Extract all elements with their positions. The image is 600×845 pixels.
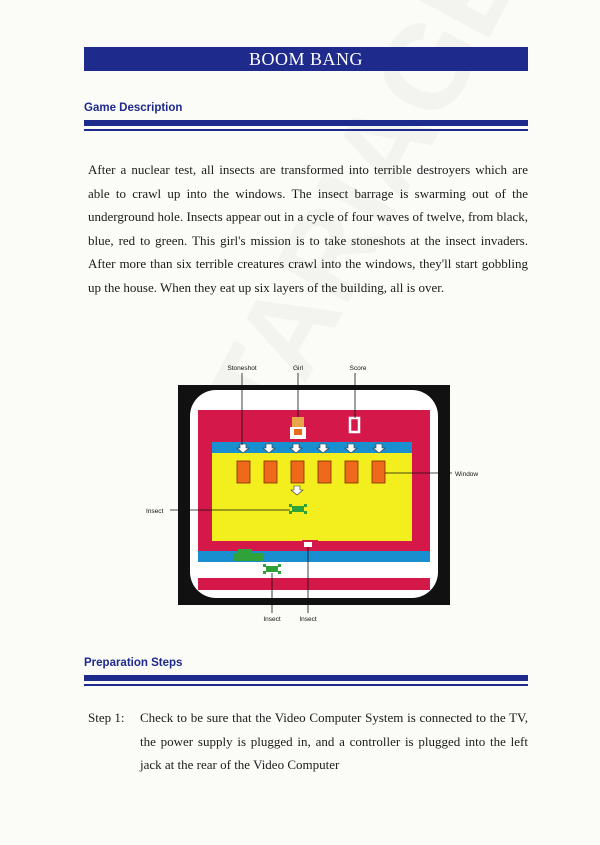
falling-stoneshot (290, 485, 304, 496)
stoneshot-markers (236, 443, 386, 454)
heading-rule-thick (84, 120, 528, 126)
leader-lines (170, 373, 452, 613)
step-row: Step 1: Check to be sure that the Video … (88, 706, 528, 777)
prep-rule-thick (84, 675, 528, 681)
score-box (348, 416, 361, 434)
preparation-steps: Step 1: Check to be sure that the Video … (88, 706, 528, 777)
windows (236, 460, 386, 484)
ground-strip (198, 562, 430, 578)
insect-sprite-hole (304, 542, 312, 547)
girl-sprite (290, 417, 306, 439)
page-title: BOOM BANG (84, 47, 528, 71)
insect-sprite-ground (263, 564, 281, 574)
step-text: Check to be sure that the Video Computer… (140, 710, 528, 772)
game-description-paragraph: After a nuclear test, all insects are tr… (88, 162, 528, 295)
top-blue-band (212, 442, 412, 453)
game-screen-diagram: Stoneshot Girl Score Window Insect Insec… (146, 365, 478, 623)
green-rubble (234, 549, 264, 561)
prep-rule-thin (84, 684, 528, 686)
heading-rule-thin (84, 129, 528, 131)
section-heading-game-description: Game Description (84, 102, 183, 114)
insect-sprite-house (289, 504, 307, 514)
label-window: Window (455, 471, 478, 478)
label-insect-bottom-1: Insect (263, 616, 281, 623)
label-insect-left: Insect (146, 508, 164, 515)
bottom-blue-band (198, 551, 430, 562)
label-score: Score (350, 365, 367, 372)
label-stoneshot: Stoneshot (227, 365, 256, 372)
label-girl: Girl (293, 365, 304, 372)
step-label: Step 1: (88, 710, 125, 725)
label-insect-bottom-2: Insect (299, 616, 317, 623)
section-heading-preparation: Preparation Steps (84, 657, 183, 669)
